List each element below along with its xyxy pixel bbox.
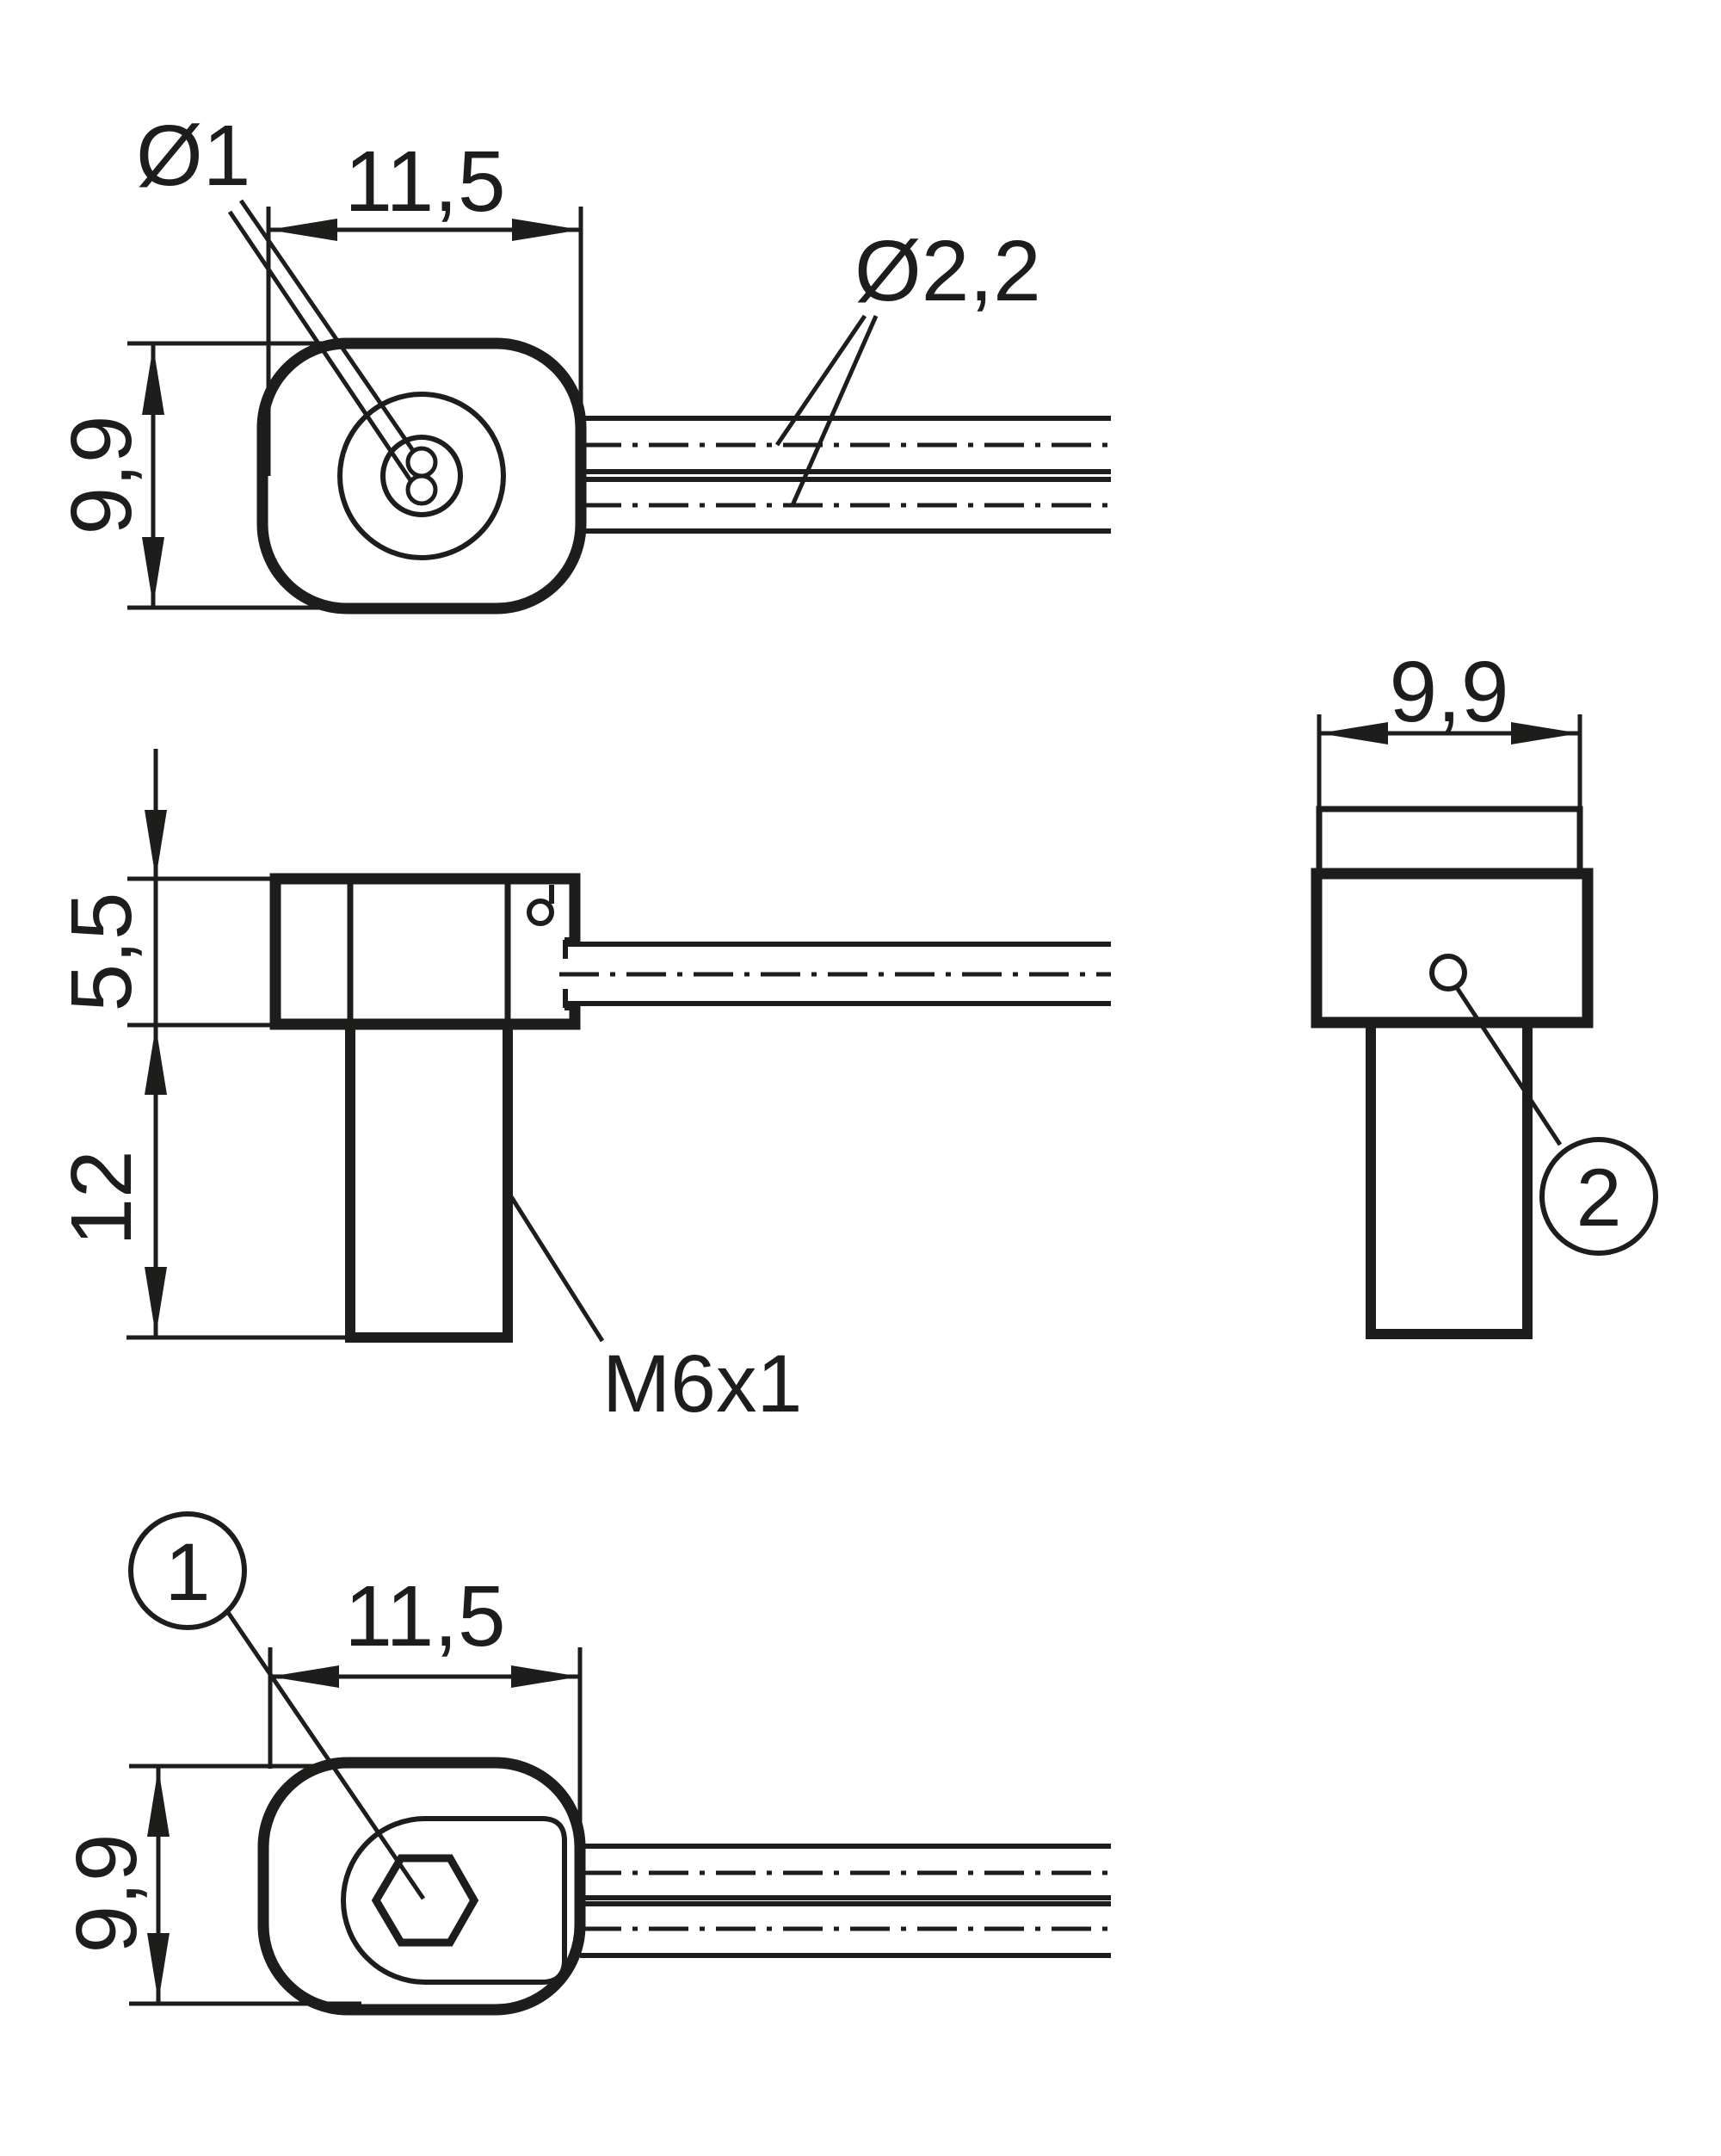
arrowhead-down bbox=[145, 1267, 167, 1336]
front-view: 11,5 9,9 Ø1 Ø2,2 bbox=[53, 108, 1111, 615]
arrowhead-left bbox=[268, 219, 337, 241]
callout-number: 1 bbox=[165, 1527, 211, 1618]
side-threaded-stud bbox=[345, 1024, 513, 1343]
callout-circle bbox=[128, 1511, 247, 1630]
bottom-width-dimension: 11,5 bbox=[268, 1568, 583, 1844]
arrowhead-up bbox=[147, 1768, 170, 1837]
arrowhead-right bbox=[512, 219, 581, 241]
callout-number: 2 bbox=[1576, 1152, 1622, 1244]
bottom-height-dimension: 9,9 bbox=[59, 1764, 361, 2006]
callout-1: 1 bbox=[128, 1511, 426, 1900]
front-fiber-diameter-label: Ø1 bbox=[136, 108, 416, 482]
side-thread-label: M6x1 bbox=[505, 1189, 802, 1430]
thread-label: M6x1 bbox=[602, 1338, 802, 1430]
front-height-dimension: 9,9 bbox=[53, 341, 413, 610]
fiber-core-circle bbox=[405, 473, 438, 506]
callout-circle bbox=[1539, 1137, 1658, 1256]
clamp-keyhole bbox=[527, 899, 554, 926]
arrowhead-left bbox=[1319, 722, 1388, 744]
dimension-label: 5,5 bbox=[53, 892, 150, 1011]
arrowhead-up bbox=[142, 346, 164, 415]
leader-line bbox=[225, 1609, 426, 1900]
side-dimensions: 5,5 12 bbox=[53, 749, 345, 1340]
side-view: 5,5 12 M6x1 bbox=[53, 749, 1111, 1430]
end-view: 9,9 2 bbox=[1311, 644, 1658, 1339]
dimension-label: 9,9 bbox=[53, 415, 150, 534]
front-inner-circle bbox=[337, 392, 506, 560]
leader-line bbox=[1453, 985, 1563, 1146]
side-cable bbox=[559, 942, 1111, 1006]
front-cable-diameter-label: Ø2,2 bbox=[774, 223, 1041, 507]
arrowhead-right bbox=[511, 1665, 580, 1688]
arrowhead-up bbox=[145, 1026, 167, 1095]
arrowhead-down bbox=[142, 537, 164, 606]
diameter-label: Ø2,2 bbox=[854, 223, 1041, 319]
bottom-body-outline bbox=[257, 1757, 586, 2016]
dimension-label: 11,5 bbox=[344, 1568, 505, 1665]
end-width-dimension: 9,9 bbox=[1317, 644, 1582, 809]
bottom-view: 11,5 9,9 1 bbox=[59, 1511, 1111, 2016]
front-width-dimension: 11,5 bbox=[266, 133, 583, 476]
arrowhead-down bbox=[145, 810, 167, 879]
leader-line bbox=[227, 210, 413, 482]
leader-line bbox=[238, 199, 416, 454]
diameter-label: Ø1 bbox=[136, 108, 250, 204]
indicator-hole bbox=[1429, 954, 1467, 992]
end-threaded-stud bbox=[1366, 1022, 1533, 1339]
front-cables bbox=[581, 416, 1111, 534]
bottom-bore-outline bbox=[341, 1816, 567, 1985]
arrowhead-right bbox=[1511, 722, 1580, 744]
hex-socket bbox=[371, 1854, 479, 1947]
dimension-label: 9,9 bbox=[59, 1833, 155, 1953]
leader-line bbox=[505, 1189, 605, 1343]
end-top-slab bbox=[1316, 806, 1583, 877]
arrowhead-left bbox=[270, 1665, 339, 1688]
arrowhead-down bbox=[147, 1933, 170, 2002]
bottom-cables bbox=[580, 1844, 1111, 1958]
dimension-label: 11,5 bbox=[344, 133, 505, 230]
leader-line bbox=[790, 314, 879, 507]
leader-line bbox=[774, 314, 867, 447]
front-ferrule-circle bbox=[380, 435, 463, 517]
dimension-label: 12 bbox=[53, 1150, 150, 1245]
callout-2: 2 bbox=[1453, 985, 1658, 1256]
end-face-outline bbox=[1311, 868, 1594, 1029]
dimension-label: 9,9 bbox=[1389, 644, 1508, 740]
side-head-outline bbox=[269, 873, 581, 1030]
